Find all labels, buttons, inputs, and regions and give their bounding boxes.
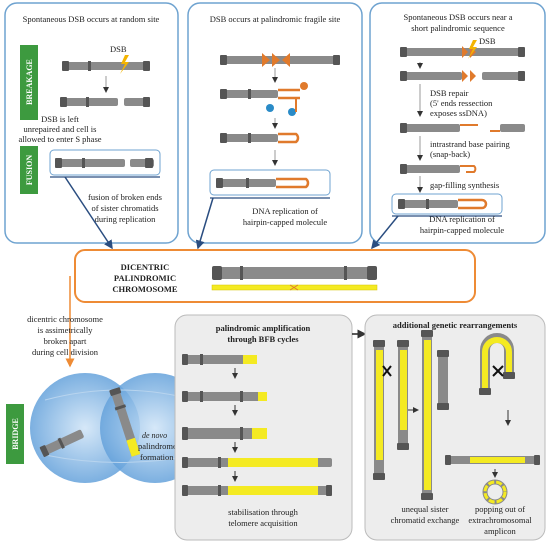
bfb-step-1 [182, 354, 257, 365]
chromosome-broken [60, 97, 150, 107]
panel1-fusion-3: during replication [95, 214, 156, 224]
panel1-fusion-2: of sister chromatids [91, 203, 158, 213]
chromosome-broken-3 [400, 70, 525, 82]
bfb-title-2: through BFB cycles [227, 334, 299, 344]
unequal-product-2 [437, 350, 449, 410]
arrow-panel1-to-center [64, 176, 113, 250]
bfb-step-3 [182, 427, 267, 440]
center-title-2: PALINDROMIC [114, 273, 176, 283]
panel1-note-3: allowed to enter S phase [18, 134, 101, 144]
panel1-fusion-1: fusion of broken ends [88, 192, 162, 202]
panel3-step-6: gap-filling synthesis [430, 180, 499, 190]
bridge-label: BRIDGE [11, 418, 20, 450]
lightning-icon-3 [468, 40, 477, 59]
left-note-1: dicentric chromosome [27, 314, 103, 324]
lightning-icon [120, 55, 129, 74]
left-note-4: during cell division [32, 347, 99, 357]
panel-short-palindrome [369, 2, 546, 244]
bfb-footer-1: stabilisation through [228, 507, 298, 517]
denovo-label-2: formation [140, 452, 174, 462]
chromosome-fragile [220, 53, 340, 67]
arrow-panel3-to-center [371, 215, 399, 250]
additional-label1-1: unequal sister [402, 504, 449, 514]
chromosome-fused [55, 158, 154, 168]
looped-chromosome [479, 333, 515, 395]
dsb-label-3: DSB [479, 36, 496, 46]
panel3-step-5: (snap-back) [430, 149, 470, 159]
denovo-label-1: palindrome [138, 441, 177, 451]
bfb-footer-2: telomere acquisition [228, 518, 298, 528]
unequal-product-1 [421, 330, 433, 500]
additional-label1-2: chromatid exchange [391, 515, 460, 525]
additional-label2-1: popping out of [475, 504, 525, 514]
additional-label2-3: amplicon [484, 526, 516, 536]
dicentric-chromosome [211, 266, 378, 291]
center-title-1: DICENTRIC [121, 262, 170, 272]
panel3-title-2: short palindromic sequence [411, 23, 505, 33]
chromosome-hairpin-replicated [216, 177, 310, 189]
cross-icon-2 [492, 365, 504, 377]
panel3-note-2: hairpin-capped molecule [420, 225, 504, 235]
stage-tag-fusion: FUSION [20, 146, 38, 194]
bfb-step-4 [182, 457, 332, 468]
panel1-note-2: unrepaired and cell is [24, 124, 97, 134]
panel1-title: Spontaneous DSB occurs at random site [23, 14, 160, 24]
panel3-title-1: Spontaneous DSB occurs near a [403, 12, 512, 22]
breakage-label: BREAKAGE [25, 59, 34, 105]
left-note-2: is assimetrically [37, 325, 93, 335]
chromosome-hairpin [220, 132, 300, 144]
excised-chromosome [445, 455, 540, 465]
panel2-title: DSB occurs at palindromic fragile site [210, 14, 341, 24]
chromosome-ssdna [400, 123, 525, 133]
panel3-step-4: intrastrand base pairing [430, 139, 511, 149]
denovo-italic: de novo [142, 431, 167, 440]
bfb-step-2 [182, 391, 267, 402]
cross-icon-1 [382, 365, 392, 377]
panel3-note-1: DNA replication of [429, 214, 495, 224]
dsb-label-1: DSB [110, 44, 127, 54]
panel1-note-1: DSB is left [41, 114, 79, 124]
panel3-step-1: DSB repair [430, 88, 469, 98]
stage-tag-bridge: BRIDGE [6, 404, 24, 464]
left-note-3: broken apart [44, 336, 87, 346]
bfb-step-5 [182, 485, 332, 496]
sister-chromatid-right [397, 340, 409, 450]
panel3-step-3: exposes ssDNA) [430, 108, 487, 118]
additional-label2-2: extrachromosomal [468, 515, 532, 525]
chromosome-snapback [400, 164, 477, 174]
bfb-title-1: palindromic amplification [216, 323, 311, 333]
bfb-panel [174, 314, 353, 541]
extrachromosomal-amplicon [482, 479, 508, 505]
chromosome-palindrome-near [400, 46, 525, 58]
additional-title: additional genetic rearrangements [393, 320, 518, 330]
chromosome-broken-hairpin [220, 82, 308, 116]
center-title-3: CHROMOSOME [112, 284, 177, 294]
panel2-note-2: hairpin-capped molecule [243, 217, 327, 227]
chromosome-hairpin-3 [398, 198, 488, 210]
panel3-step-2: (5' ends ressection [430, 98, 493, 108]
fusion-label: FUSION [25, 155, 34, 185]
stage-tag-breakage: BREAKAGE [20, 45, 38, 120]
sister-chromatid-left [373, 340, 385, 480]
arrow-panel2-to-center [195, 197, 214, 250]
chromosome-intact [62, 61, 150, 71]
panel2-note-1: DNA replication of [252, 206, 318, 216]
